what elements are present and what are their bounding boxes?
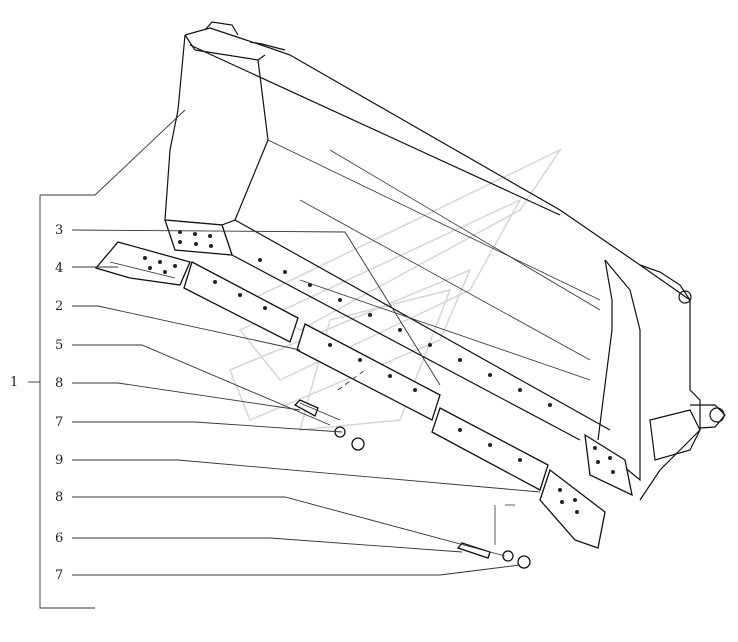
- callout-2: 2: [55, 299, 63, 314]
- bucket-body: [164, 21, 726, 501]
- lip-holes: [178, 230, 615, 474]
- cutting-edge-segment-1: [183, 261, 299, 343]
- cutting-edge-segment-2: [296, 323, 441, 421]
- hardware-set-lower: [456, 504, 531, 569]
- callout-3: 3: [55, 223, 63, 238]
- callout-4: 4: [55, 261, 63, 276]
- end-bit-left: [94, 241, 191, 286]
- callout-7-upper: 7: [55, 415, 63, 430]
- cutting-edge-segment-3: [431, 407, 549, 491]
- callout-5: 5: [55, 338, 63, 353]
- callout-1: 1: [10, 375, 18, 390]
- callout-7-lower: 7: [55, 568, 63, 583]
- callout-labels: 1 3 4 2 5 8 7 9 8 6 7: [10, 223, 63, 583]
- callout-9: 9: [55, 453, 63, 468]
- callout-8-lower: 8: [55, 490, 63, 505]
- leader-lines: [28, 109, 541, 609]
- callout-6: 6: [55, 531, 63, 546]
- hardware-set-upper: [293, 369, 366, 451]
- end-bit-right: [539, 468, 606, 549]
- callout-8-upper: 8: [55, 376, 63, 391]
